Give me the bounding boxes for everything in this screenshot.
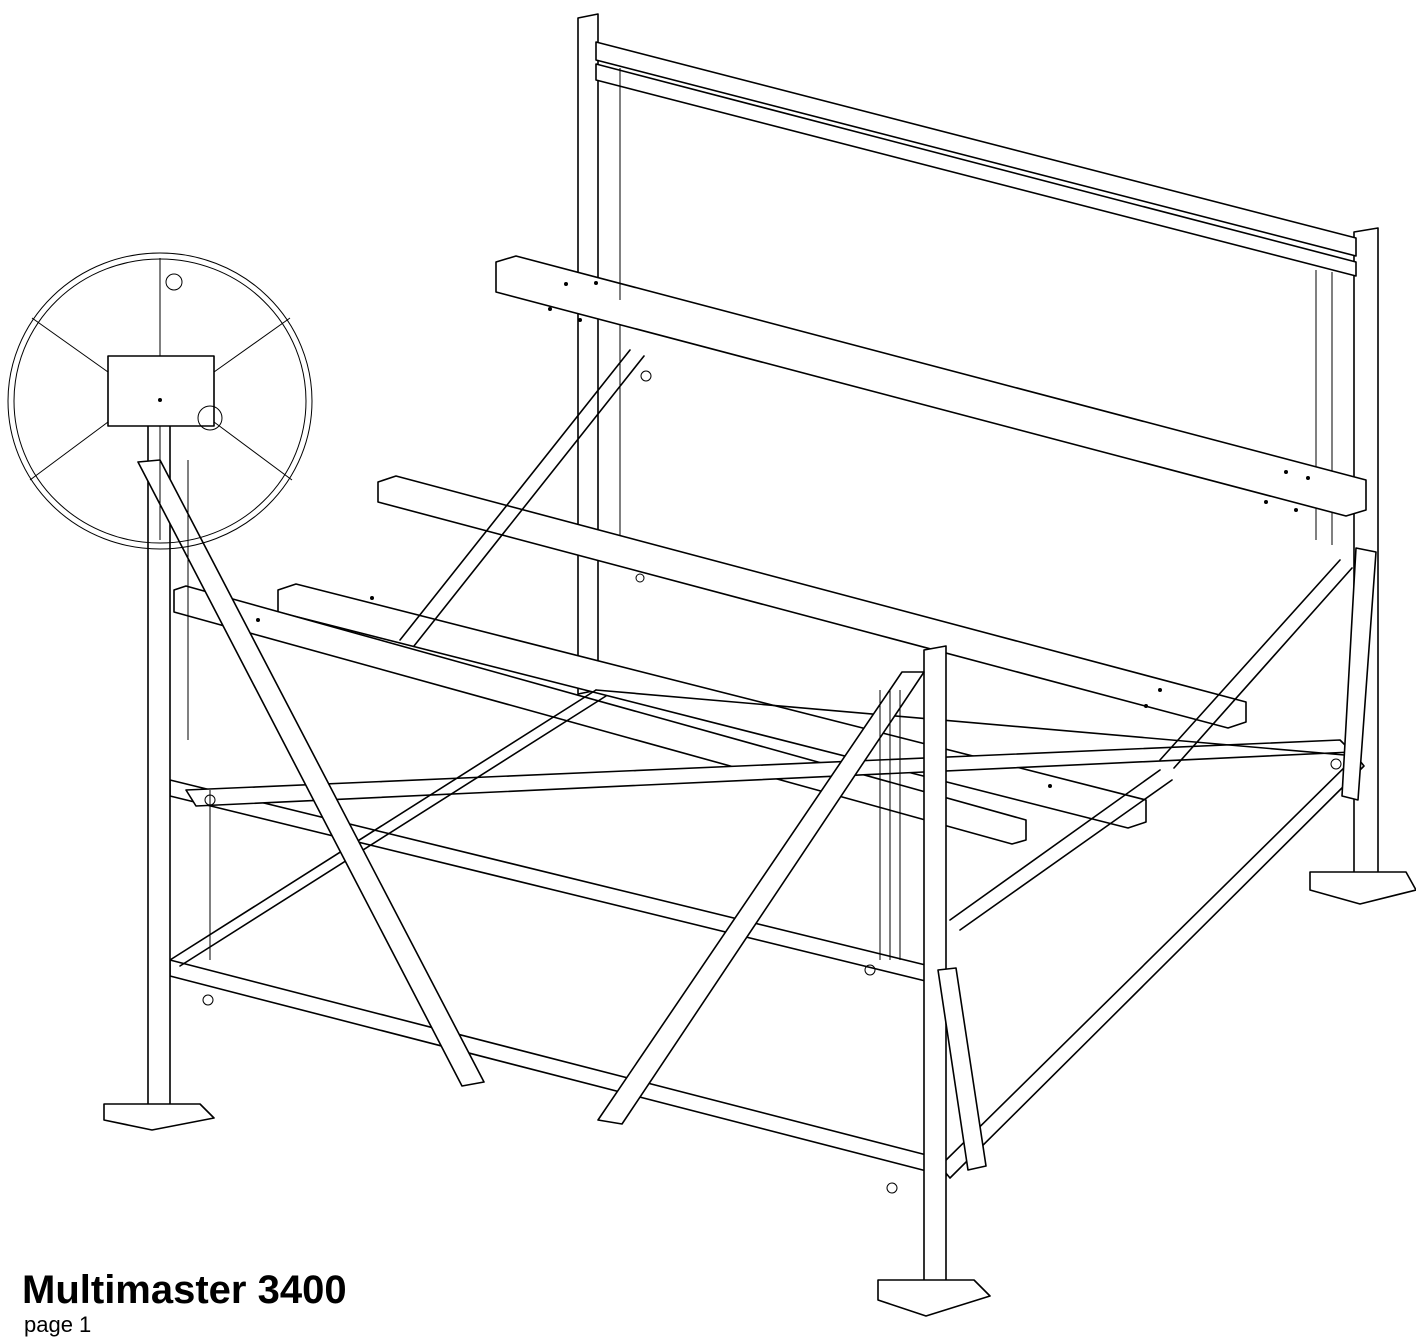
bolts bbox=[202, 281, 1342, 1194]
diagonal-braces bbox=[137, 459, 1377, 1171]
winch-wheel bbox=[7, 252, 313, 550]
document-title: Multimaster 3400 bbox=[22, 1268, 347, 1312]
front-posts bbox=[103, 405, 1416, 1317]
bunk-boards bbox=[173, 255, 1367, 845]
page-label: page 1 bbox=[24, 1312, 92, 1337]
cross-supports bbox=[399, 349, 1353, 931]
bottom-frame bbox=[169, 689, 1365, 1179]
lift-cables bbox=[187, 80, 901, 960]
